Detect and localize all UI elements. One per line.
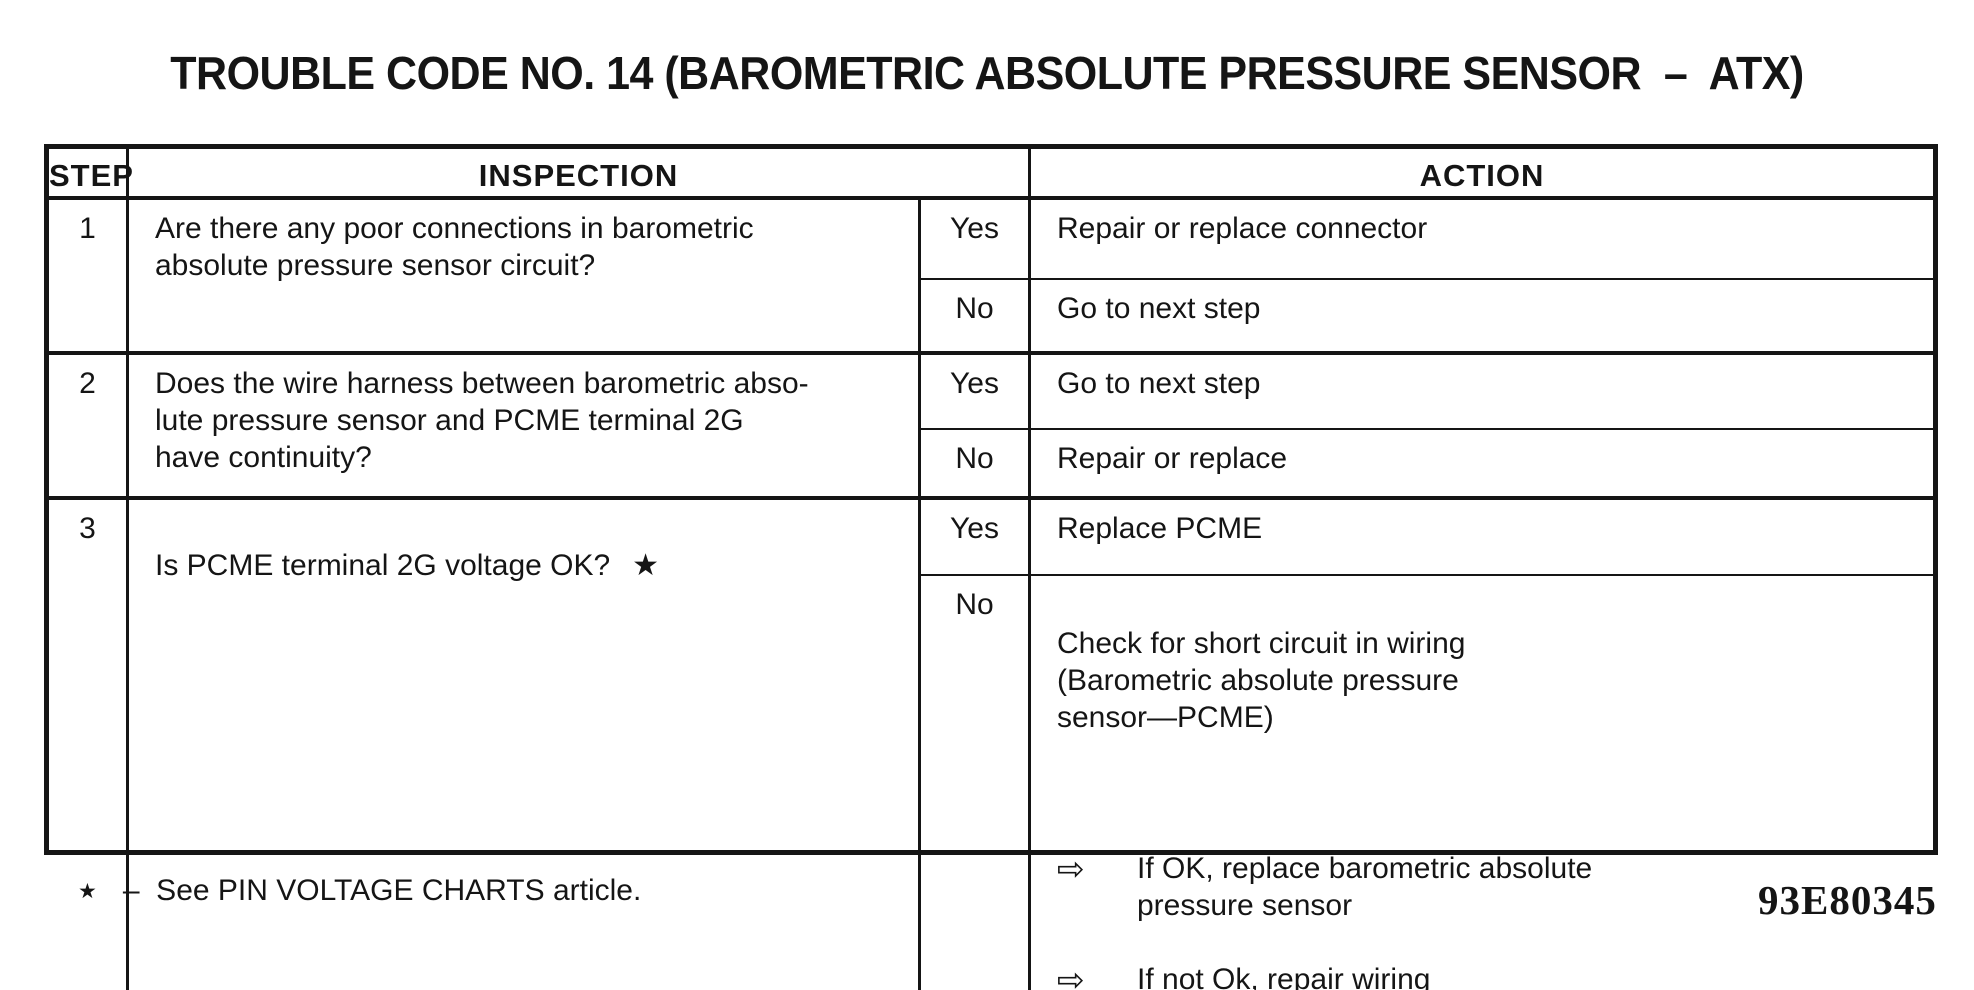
document-number: 93E80345	[1758, 877, 1937, 923]
inspection-question-text: Is PCME terminal 2G voltage OK?	[155, 549, 611, 582]
action-no: Check for short circuit in wiring (Barom…	[1031, 576, 1933, 990]
conditional-action-text: If not Ok, repair wiring	[1137, 963, 1431, 990]
page-title: TROUBLE CODE NO. 14 (BAROMETRIC ABSOLUTE…	[170, 48, 1804, 100]
action-yes: Repair or replace connector	[1031, 200, 1933, 280]
right-arrow-icon: ⇨	[1057, 960, 1085, 990]
inspection-question: Is PCME terminal 2G voltage OK? ★	[129, 500, 921, 990]
action-no-text: Check for short circuit in wiring (Barom…	[1057, 627, 1466, 734]
action-yes: Go to next step	[1031, 355, 1933, 430]
action-no: Repair or replace	[1031, 430, 1933, 500]
answer-yes: Yes	[921, 500, 1031, 576]
answer-yes: Yes	[921, 200, 1031, 280]
conditional-action-item: ⇨ If OK, replace barometric absolute pre…	[1057, 850, 1913, 924]
footnote-text: – See PIN VOLTAGE CHARTS article.	[122, 874, 642, 907]
inspection-question: Does the wire harness between barometric…	[129, 355, 921, 500]
action-yes: Replace PCME	[1031, 500, 1933, 576]
conditional-action-item: ⇨ If not Ok, repair wiring	[1057, 961, 1913, 990]
action-no: Go to next step	[1031, 280, 1933, 355]
star-icon: ★	[78, 879, 97, 903]
answer-no: No	[921, 280, 1031, 355]
trouble-code-table: STEP INSPECTION ACTION 1 Are there any p…	[44, 144, 1938, 990]
column-header-action: ACTION	[1031, 149, 1933, 200]
right-arrow-icon: ⇨	[1057, 849, 1085, 888]
step-number: 1	[49, 200, 129, 355]
step-number: 2	[49, 355, 129, 500]
answer-no: No	[921, 576, 1031, 990]
answer-yes: Yes	[921, 355, 1031, 430]
footnote: ★ – See PIN VOLTAGE CHARTS article.	[78, 872, 641, 910]
step-number: 3	[49, 500, 129, 990]
star-icon: ★	[632, 548, 660, 583]
conditional-action-text: If OK, replace barometric absolute press…	[1137, 852, 1593, 922]
inspection-question: Are there any poor connections in barome…	[129, 200, 921, 355]
conditional-actions: ⇨ If OK, replace barometric absolute pre…	[1057, 813, 1913, 990]
answer-no: No	[921, 430, 1031, 500]
column-header-step: STEP	[49, 149, 133, 200]
column-header-inspection: INSPECTION	[129, 149, 1031, 200]
